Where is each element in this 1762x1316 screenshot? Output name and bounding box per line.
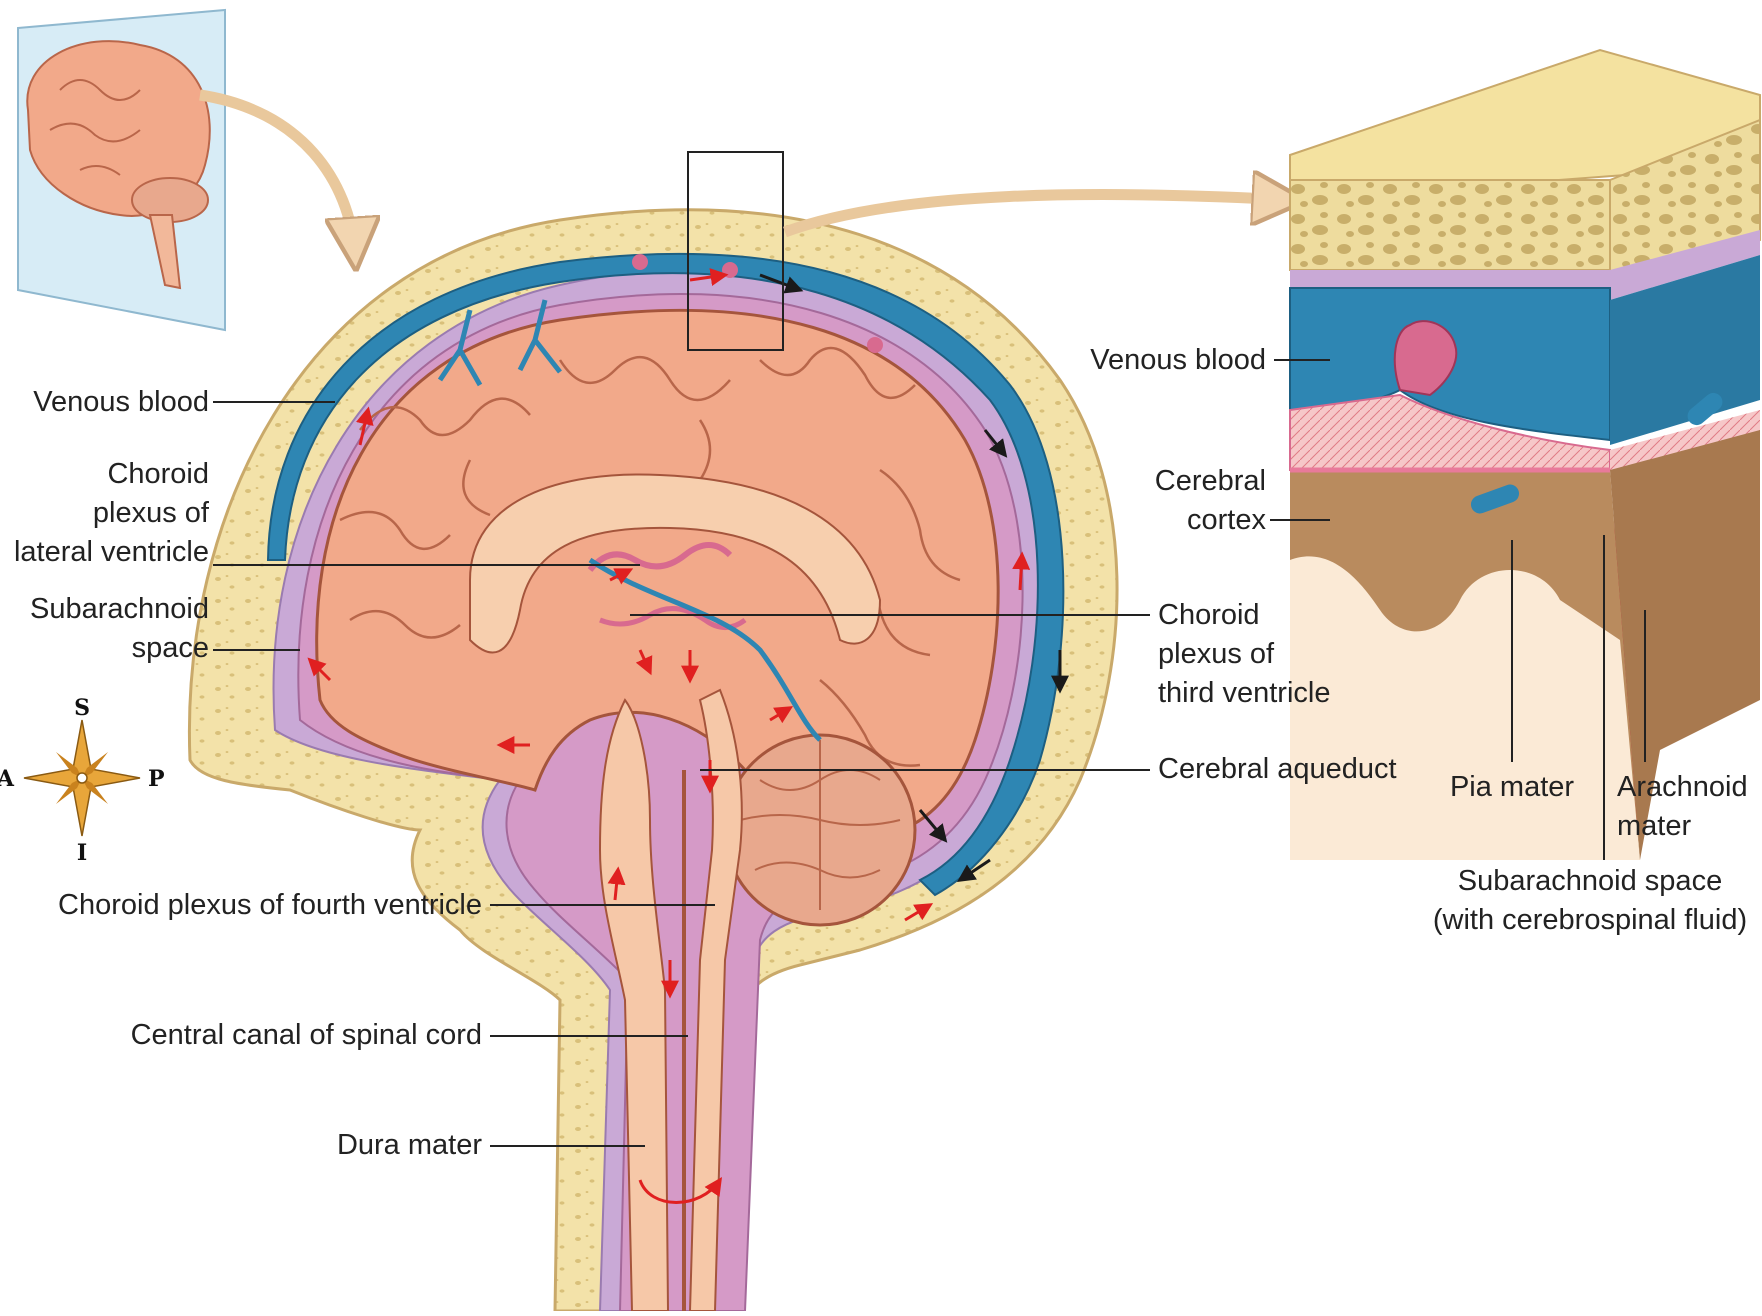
orientation-inset	[18, 10, 355, 330]
compass-superior: S	[74, 695, 90, 721]
label-cerebral-aqueduct: Cerebral aqueduct	[1158, 750, 1397, 789]
label-venous-blood-right: Venous blood	[1090, 341, 1266, 380]
label-central-canal-spinal-cord: Central canal of spinal cord	[131, 1016, 482, 1055]
label-arachnoid-mater: Arachnoid mater	[1617, 768, 1748, 846]
compass-anterior: A	[0, 766, 15, 792]
label-choroid-plexus-lateral-ventricle: Choroid plexus of lateral ventricle	[14, 455, 209, 572]
label-cerebral-cortex: Cerebral cortex	[1155, 462, 1266, 540]
label-choroid-plexus-third-ventricle: Choroid plexus of third ventricle	[1158, 596, 1330, 713]
label-choroid-plexus-fourth-ventricle: Choroid plexus of fourth ventricle	[58, 886, 482, 925]
compass-inferior: I	[77, 840, 87, 866]
label-subarachnoid-space-left: Subarachnoid space	[30, 590, 209, 668]
compass-posterior: P	[148, 766, 165, 792]
label-dura-mater: Dura mater	[337, 1126, 482, 1165]
label-pia-mater: Pia mater	[1447, 768, 1577, 807]
label-subarachnoid-space-right: Subarachnoid space (with cerebrospinal f…	[1425, 862, 1755, 940]
label-venous-blood-left: Venous blood	[33, 383, 209, 422]
orientation-compass: S I A P	[0, 695, 165, 866]
meninges-detail-block	[1290, 50, 1760, 860]
